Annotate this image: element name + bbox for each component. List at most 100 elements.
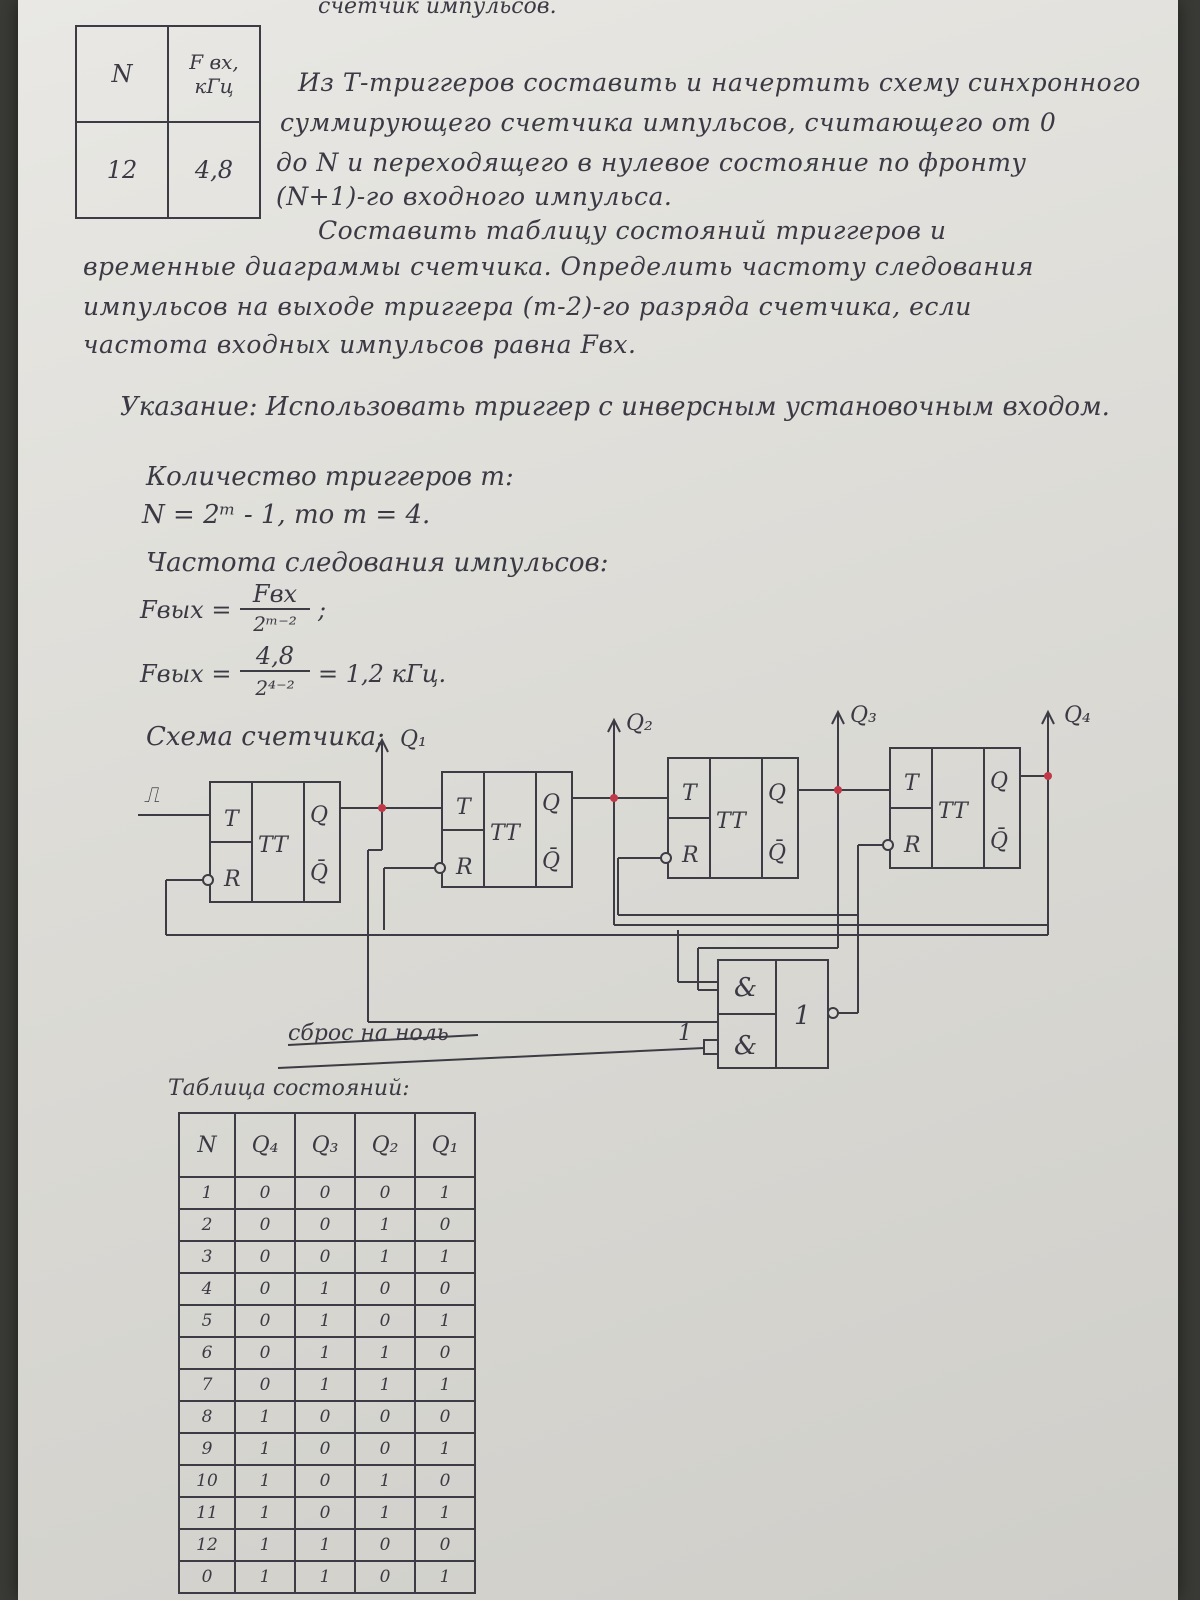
trigger-3-type: TT	[716, 809, 748, 834]
trigger-3-qbar: Q̄	[768, 839, 786, 866]
task-line-5: Составить таблицу состояний триггеров и	[318, 216, 947, 245]
cell-q3: 0	[294, 1432, 356, 1466]
cell-q1: 1	[414, 1560, 476, 1594]
trigger-1-qbar: Q̄	[310, 859, 328, 886]
freq-den-2: 2⁴⁻²	[255, 676, 295, 700]
cell-q4: 1	[234, 1560, 296, 1594]
cell-q1: 0	[414, 1272, 476, 1306]
cell-n: 2	[178, 1208, 236, 1242]
and-gate-1-symbol: &	[734, 973, 757, 1003]
variant-n-value: 12	[75, 121, 169, 219]
trigger-3-t: T	[682, 781, 699, 806]
cell-q3: 1	[294, 1560, 356, 1594]
cell-q3: 1	[294, 1272, 356, 1306]
output-q2-label: Q₂	[626, 711, 653, 736]
cell-q4: 0	[234, 1176, 296, 1210]
variant-f-header-top: F вх,	[189, 50, 239, 74]
task-line-8: частота входных импульсов равна Fвх.	[83, 330, 637, 359]
cell-n: 8	[178, 1400, 236, 1434]
triggers-heading: Количество триггеров m:	[146, 462, 514, 492]
variant-f-value: 4,8	[167, 121, 261, 219]
cell-q4: 0	[234, 1208, 296, 1242]
freq-label-1: Fвых =	[140, 596, 232, 624]
trigger-2-r: R	[455, 855, 473, 880]
cell-q4: 1	[234, 1400, 296, 1434]
cell-n: 9	[178, 1432, 236, 1466]
cell-n: 3	[178, 1240, 236, 1274]
trigger-4-r: R	[903, 833, 921, 858]
cell-q2: 1	[354, 1336, 416, 1370]
cell-q1: 0	[414, 1208, 476, 1242]
trigger-3-r: R	[681, 843, 699, 868]
cell-q2: 1	[354, 1496, 416, 1530]
task-line-1: Из Т-триггеров составить и начертить схе…	[298, 68, 1141, 97]
counter-schematic: ⎍ T R TT Q Q̄ T R TT Q Q̄ T R TT Q Q̄ T …	[138, 703, 1091, 1069]
header-q1: Q₁	[414, 1112, 476, 1178]
task-line-7: импульсов на выходе триггера (m-2)-го ра…	[83, 292, 972, 321]
trigger-4-t: T	[904, 771, 921, 796]
cell-q3: 1	[294, 1528, 356, 1562]
cell-q1: 0	[414, 1464, 476, 1498]
state-table-title: Таблица состояний:	[168, 1076, 410, 1101]
header-q4: Q₄	[234, 1112, 296, 1178]
cell-q1: 1	[414, 1368, 476, 1402]
trigger-1-t: T	[224, 807, 241, 832]
trigger-1-r: R	[223, 867, 241, 892]
cell-q3: 1	[294, 1304, 356, 1338]
cell-q4: 0	[234, 1272, 296, 1306]
output-q3-label: Q₃	[850, 703, 877, 728]
cell-q3: 0	[294, 1400, 356, 1434]
cell-q1: 0	[414, 1336, 476, 1370]
header-text: счетчик импульсов.	[318, 0, 557, 19]
cell-q2: 0	[354, 1272, 416, 1306]
input-pulse-symbol: ⎍	[144, 783, 160, 808]
cell-q3: 0	[294, 1208, 356, 1242]
header-q3: Q₃	[294, 1112, 356, 1178]
cell-q2: 0	[354, 1528, 416, 1562]
cell-q4: 1	[234, 1464, 296, 1498]
cell-n: 1	[178, 1176, 236, 1210]
cell-q1: 1	[414, 1176, 476, 1210]
freq-num-2: 4,8	[240, 642, 310, 672]
variant-f-header-bottom: кГц	[194, 74, 234, 98]
trigger-2-qbar: Q̄	[542, 847, 560, 874]
cell-q1: 0	[414, 1400, 476, 1434]
cell-q2: 1	[354, 1464, 416, 1498]
cell-q2: 1	[354, 1240, 416, 1274]
trigger-4-q: Q	[990, 769, 1008, 794]
note-text: Указание: Использовать триггер с инверсн…	[120, 392, 1110, 422]
task-line-4: (N+1)-го входного импульса.	[276, 182, 673, 211]
task-line-6: временные диаграммы счетчика. Определить…	[83, 252, 1034, 281]
reset-label: сброс на ноль	[288, 1021, 449, 1046]
trigger-1-q: Q	[310, 803, 328, 828]
cell-q3: 0	[294, 1176, 356, 1210]
cell-q2: 1	[354, 1208, 416, 1242]
trigger-1-type: TT	[258, 833, 290, 858]
header-n: N	[178, 1112, 236, 1178]
cell-q2: 1	[354, 1368, 416, 1402]
cell-q2: 0	[354, 1560, 416, 1594]
cell-q2: 0	[354, 1304, 416, 1338]
task-line-3: до N и переходящего в нулевое состояние …	[276, 148, 1027, 177]
notebook-page: счетчик импульсов. N F вх, кГц 12 4,8 Из…	[18, 0, 1178, 1600]
trigger-3-q: Q	[768, 781, 786, 806]
cell-q4: 1	[234, 1432, 296, 1466]
freq-end-1: ;	[318, 596, 327, 624]
variant-n-header: N	[75, 25, 169, 123]
or-gate-symbol: 1	[794, 1001, 811, 1031]
trigger-2-q: Q	[542, 791, 560, 816]
cell-q1: 1	[414, 1304, 476, 1338]
cell-q2: 0	[354, 1432, 416, 1466]
cell-q1: 1	[414, 1240, 476, 1274]
cell-n: 4	[178, 1272, 236, 1306]
freq-den-1: 2ᵐ⁻²	[253, 612, 297, 636]
